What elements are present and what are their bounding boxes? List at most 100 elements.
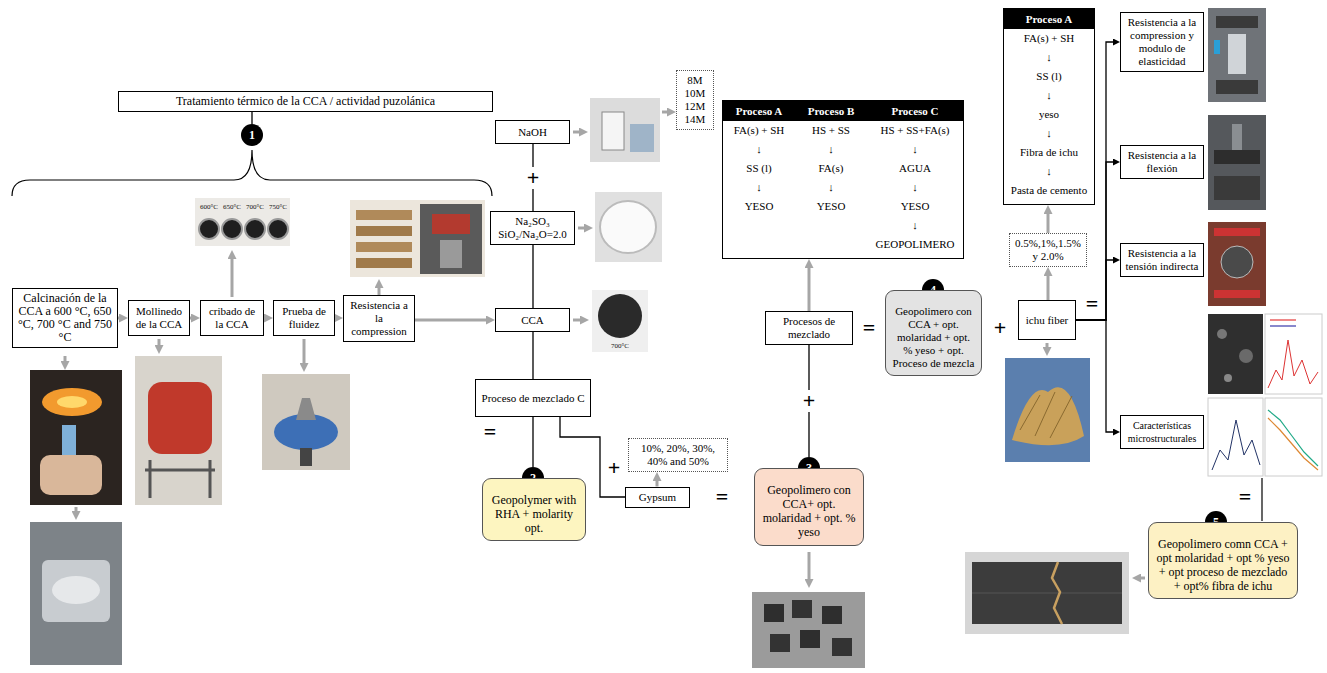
box-text: 10%, 20%, 30%, 40% and 50% <box>633 442 723 468</box>
operator-sign: = <box>1084 293 1101 315</box>
process-box: Calcinación de la CCA a 600 °C, 650 °C, … <box>12 288 118 348</box>
connector <box>264 317 267 320</box>
chart-line <box>1212 420 1260 470</box>
photo-arrow <box>75 507 78 514</box>
photo-arrow <box>303 339 306 366</box>
machine <box>420 204 482 274</box>
chart <box>1208 398 1263 476</box>
table-header: Proceso B <box>795 101 867 121</box>
cone <box>296 398 316 420</box>
microstructure-figures <box>1208 314 1322 476</box>
ash <box>598 294 642 338</box>
naoh-photo <box>590 98 660 162</box>
beam <box>1214 150 1260 164</box>
sample <box>222 219 242 239</box>
kiln-photo <box>30 370 122 505</box>
process-table: Proceso AFA(s) + SH↓SS (l)↓yeso↓Fibra de… <box>1003 8 1095 205</box>
photo-arrow <box>573 319 583 322</box>
table-cell: ↓ <box>795 140 867 159</box>
option-box: 10%, 20%, 30%, 40% and 50% <box>628 438 728 472</box>
chart-line <box>1270 325 1296 327</box>
box-text: Proceso de mezclado C <box>480 392 586 405</box>
material-box: CCA <box>495 308 570 332</box>
result-box: Resistencia a la tensión indirecta <box>1120 243 1204 277</box>
connector <box>1076 320 1114 432</box>
cube <box>764 604 784 622</box>
table-column: Proceso BHS + SS↓FA(s)↓YESO <box>795 101 867 216</box>
box-text: Características microstructurales <box>1125 419 1199 445</box>
photo <box>350 200 485 277</box>
process-box: Procesos de mezclado <box>765 311 853 345</box>
mill-photo <box>135 356 222 505</box>
photo-arrow <box>64 356 67 364</box>
process-box: cribado de la CCA <box>200 300 264 336</box>
photo-arrow <box>808 552 811 582</box>
box-text: CCA <box>500 314 565 327</box>
photo-arrow <box>1046 343 1049 350</box>
result-box: Características microstructurales <box>1120 415 1204 449</box>
table-cell: yeso <box>1004 105 1094 124</box>
crack <box>1052 562 1062 624</box>
bowl <box>600 201 656 253</box>
machine <box>440 240 462 268</box>
table-cell: FA(s) + SH <box>1004 29 1094 48</box>
cube <box>792 600 812 618</box>
photo <box>965 552 1129 634</box>
cube <box>822 606 842 624</box>
machine <box>1214 228 1260 236</box>
photo-arrow <box>662 111 670 114</box>
sieve-photo <box>195 198 290 246</box>
photo <box>262 374 350 470</box>
machine <box>1214 40 1220 54</box>
photo-arrow <box>578 227 587 230</box>
tray <box>52 576 100 604</box>
leader-line <box>1261 478 1262 521</box>
table-column: Proceso CHS + SS+FA(s)↓AGUA↓YESO↓GEOPOLI… <box>867 101 963 254</box>
chart-line <box>1268 418 1318 470</box>
temperature-label: 700°C <box>246 203 264 211</box>
scale <box>630 124 654 152</box>
table-header: Proceso A <box>723 101 795 121</box>
stand <box>145 469 215 472</box>
process-box: Prueba de fluidez <box>273 300 335 336</box>
table-cell: ↓ <box>1004 86 1094 105</box>
material-box: Na₂SO₃SiO₂/Na₂O=2.0 <box>490 211 575 245</box>
box-text: ichu fiber <box>1023 314 1071 327</box>
stage-box: Geopolimero con CCA + opt. molaridad + o… <box>885 290 982 376</box>
result-box: Resistencia a la flexión <box>1120 145 1204 179</box>
machine <box>1228 34 1246 74</box>
flow-table-photo <box>262 374 350 470</box>
table-cell: SS (l) <box>1004 67 1094 86</box>
connector <box>1047 211 1050 233</box>
ichu-photo <box>1005 358 1090 462</box>
tray <box>42 560 110 622</box>
table-cell: AGUA <box>867 159 963 178</box>
ash-photo <box>592 290 648 352</box>
table-cell: FA(s) <box>795 159 867 178</box>
specimen <box>356 226 412 236</box>
operator-sign: + <box>992 317 1009 339</box>
callout-number: 1 <box>241 124 263 146</box>
machine <box>1214 290 1260 298</box>
machine <box>1214 176 1260 200</box>
box-text: Resistencia a la tensión indirecta <box>1125 247 1199 273</box>
sample <box>245 219 265 239</box>
cube <box>770 634 790 652</box>
photo <box>590 98 660 162</box>
connector <box>532 245 533 308</box>
sem-image <box>1208 314 1263 394</box>
connector <box>118 317 122 320</box>
cube <box>800 630 820 648</box>
sample <box>199 219 219 239</box>
brace <box>12 150 492 196</box>
sem-image <box>1217 329 1227 339</box>
stage-box: Geopolymer with RHA + molarity opt. <box>482 478 586 541</box>
table-cell: SS (l) <box>723 159 795 178</box>
temperature-label: 600°C <box>200 203 218 211</box>
box-text: Prueba de fluidez <box>278 305 330 331</box>
title-box: Tratamiento térmico de la CCA / activida… <box>118 91 493 112</box>
table-cell: HS + SS+FA(s) <box>867 121 963 140</box>
table-cell: YESO <box>723 197 795 216</box>
table-cell: Pasta de cemento <box>1004 181 1094 200</box>
